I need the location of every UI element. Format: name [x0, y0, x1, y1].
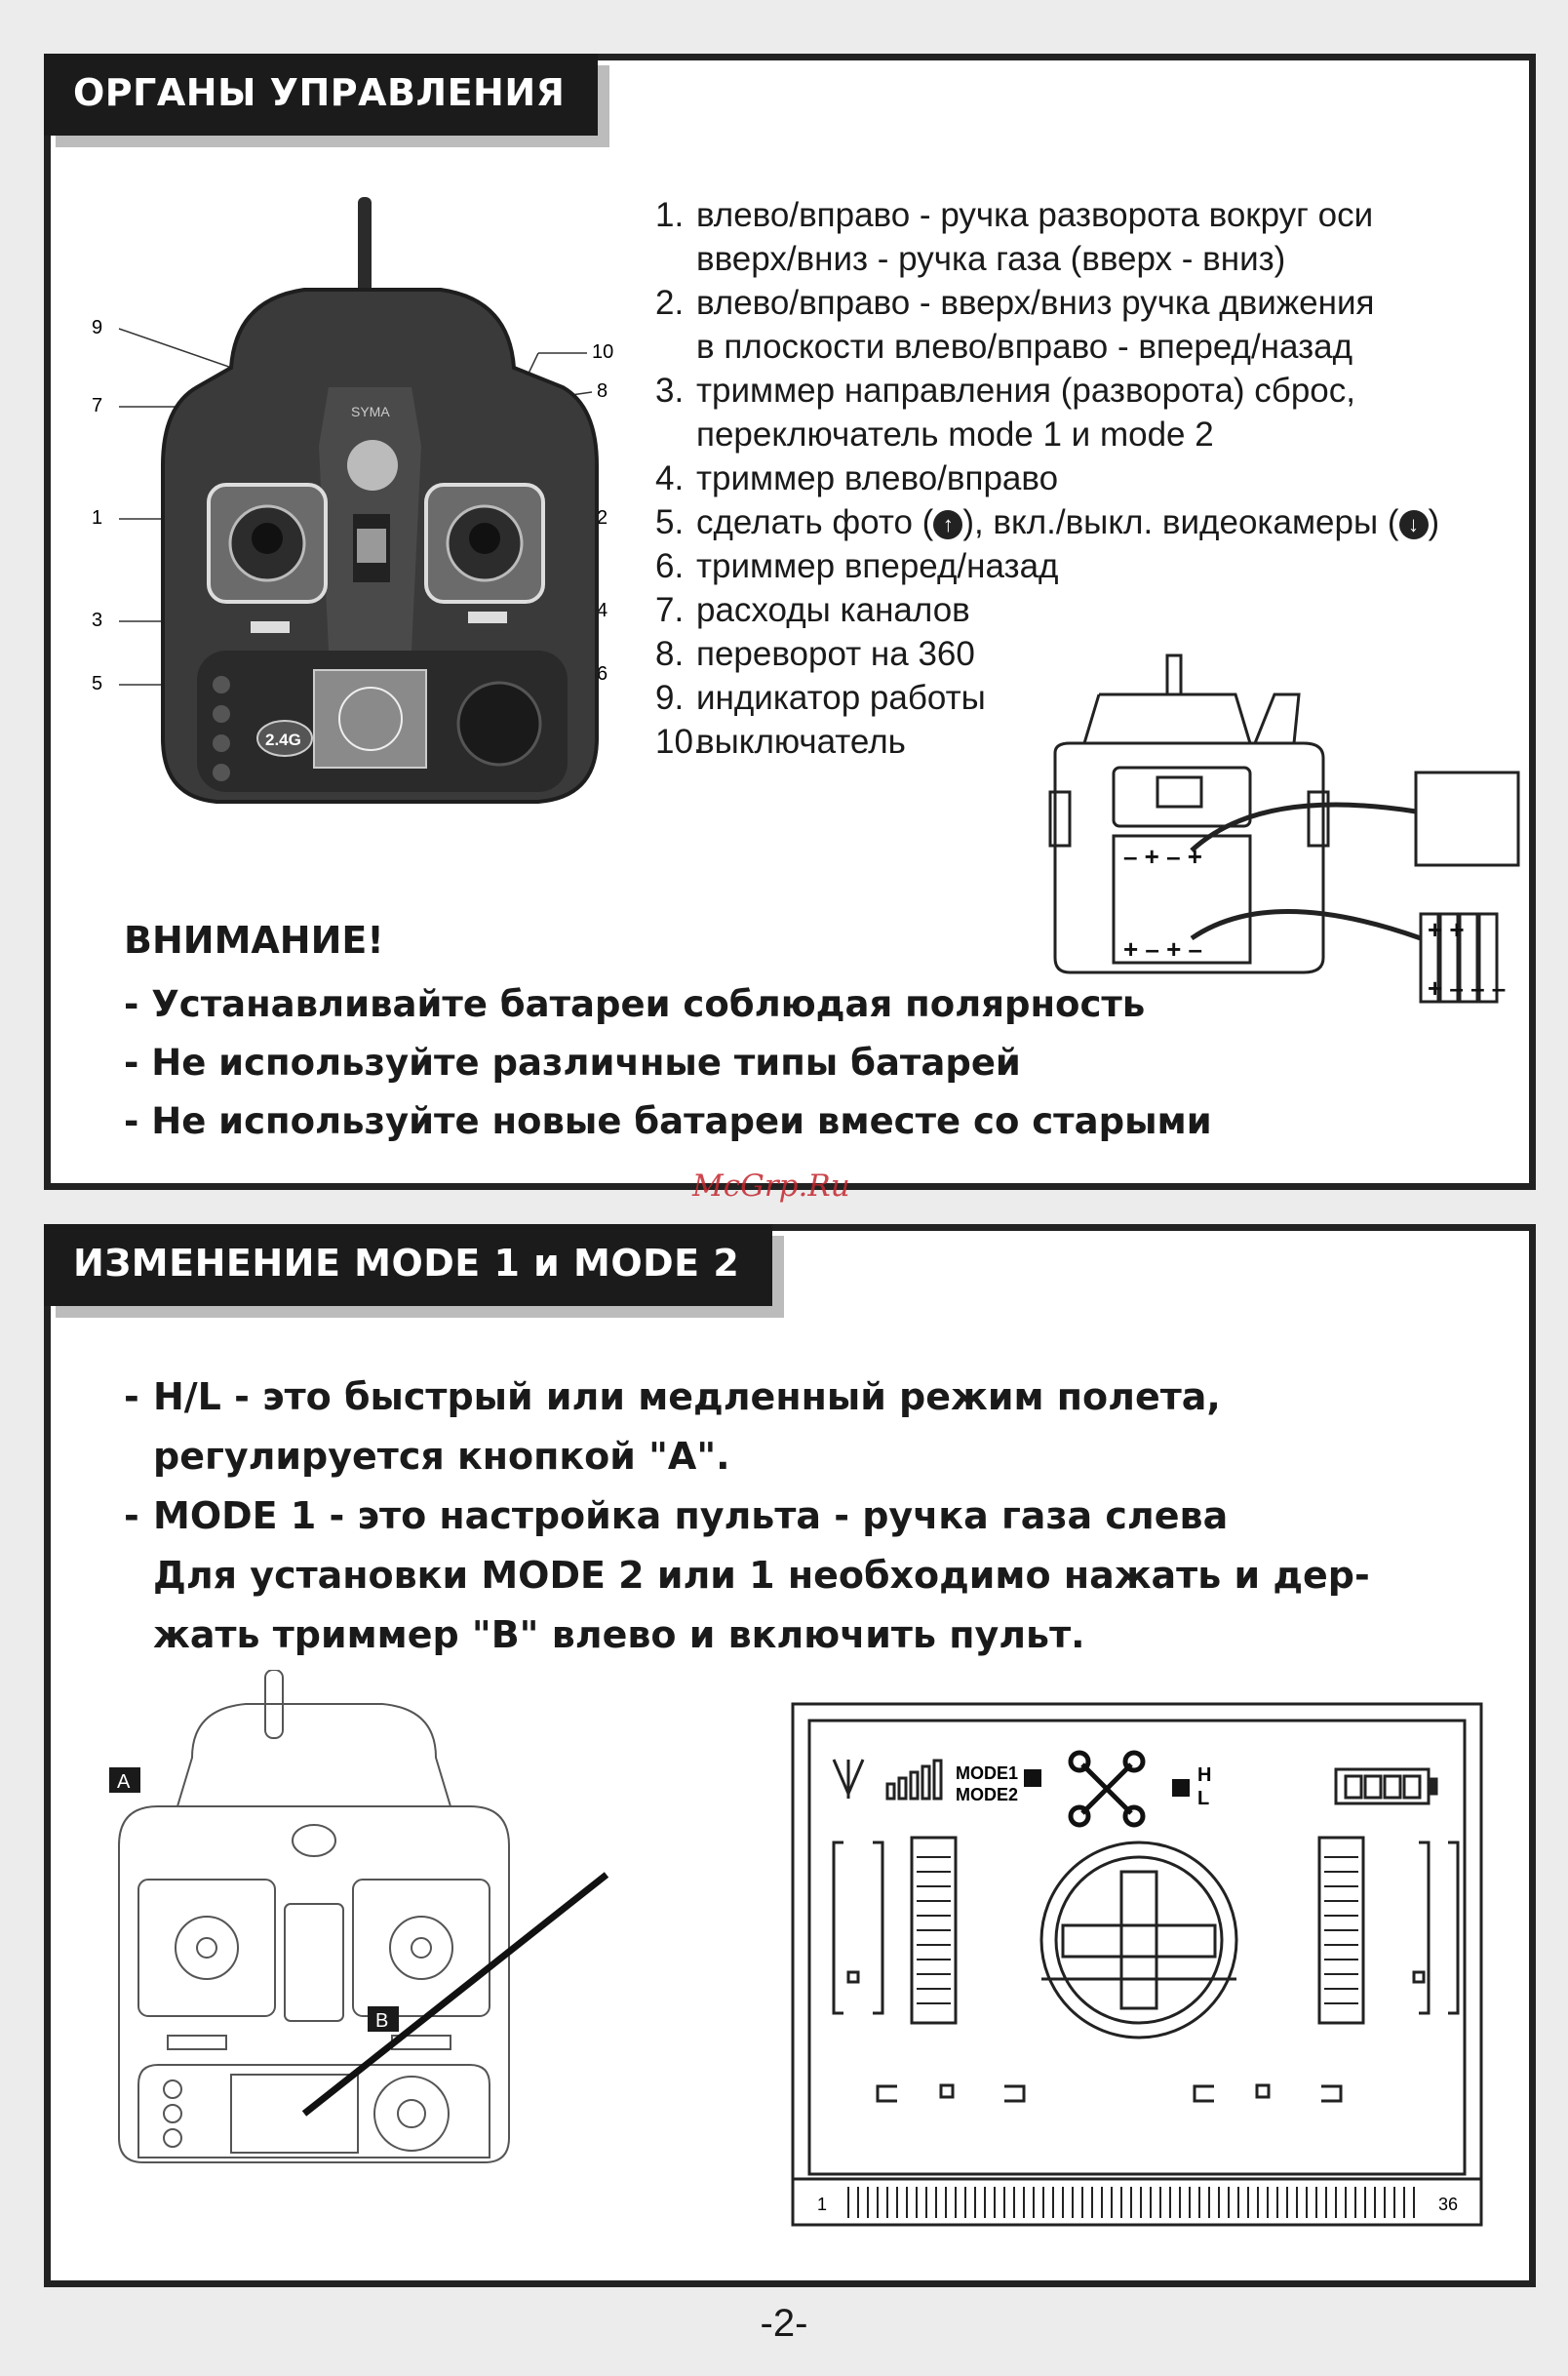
- scale-start: 1: [817, 2195, 827, 2214]
- svg-text:SYMA: SYMA: [351, 404, 390, 419]
- svg-text:+ +: + +: [1428, 915, 1465, 944]
- warning-line: - Не используйте различные типы батарей: [124, 1034, 1212, 1092]
- warning-block: ВНИМАНИЕ! - Устанавливайте батареи соблю…: [124, 919, 1212, 1151]
- callout-7: 7: [92, 395, 102, 416]
- transmitter-outline-diagram: A B: [99, 1670, 646, 2167]
- warning-line: - Не используйте новые батареи вместе со…: [124, 1092, 1212, 1151]
- lcd-mode1: MODE1: [956, 1763, 1018, 1783]
- callout-1: 1: [92, 507, 102, 529]
- transmitter-photo: 9 7 1 3 5 10 8 2 4 6 SYMA: [70, 192, 655, 836]
- callout-10: 10: [592, 341, 613, 363]
- callout-9: 9: [92, 317, 102, 338]
- list-item-4: 4.триммер влево/вправо: [655, 456, 1439, 500]
- callout-3: 3: [92, 610, 102, 631]
- arrow-down-icon: ↓: [1399, 510, 1429, 539]
- list-item-2: 2.влево/вправо - вверх/вниз ручка движен…: [655, 281, 1439, 325]
- watermark: McGrp.Ru: [692, 1168, 850, 1204]
- signal-icon: [834, 1760, 941, 1799]
- list-item-5: 5.сделать фото (↑), вкл./выкл. видеокаме…: [655, 500, 1439, 544]
- arrow-up-icon: ↑: [933, 510, 962, 539]
- svg-text:– + – +: – + – +: [1123, 842, 1202, 871]
- lcd-display-diagram: MODE1 MODE2 H L: [790, 1701, 1484, 2228]
- warning-line: - Устанавливайте батареи соблюдая полярн…: [124, 975, 1212, 1034]
- list-item-3: 3.триммер направления (разворота) сброс,: [655, 369, 1439, 413]
- list-item-7: 7.расходы каналов: [655, 588, 1439, 632]
- callout-8: 8: [597, 380, 608, 402]
- list-item-1: 1.влево/вправо - ручка разворота вокруг …: [655, 193, 1439, 237]
- lcd-h: H: [1197, 1764, 1211, 1786]
- label-b: B: [375, 2010, 388, 2032]
- warning-title: ВНИМАНИЕ!: [124, 919, 1212, 962]
- section-title-controls: ОРГАНЫ УПРАВЛЕНИЯ: [44, 54, 598, 136]
- page-number: -2-: [0, 2302, 1568, 2346]
- lcd-mode2: MODE2: [956, 1785, 1018, 1804]
- section-title-mode: ИЗМЕНЕНИЕ MODE 1 и MODE 2: [44, 1224, 772, 1306]
- drone-icon: [1071, 1753, 1143, 1825]
- mode-instructions: -H/L - это быстрый или медленный режим п…: [124, 1367, 1370, 1665]
- bottom-scale: [848, 2187, 1414, 2218]
- battery-icon: [1336, 1769, 1436, 1803]
- callout-5: 5: [92, 673, 102, 694]
- controls-section: ОРГАНЫ УПРАВЛЕНИЯ 9 7 1 3 5 10 8 2 4 6: [44, 54, 1536, 1190]
- svg-text:+ – – –: + – – –: [1428, 973, 1506, 1003]
- list-item-6: 6.триммер вперед/назад: [655, 544, 1439, 588]
- mode-section: ИЗМЕНЕНИЕ MODE 1 и MODE 2 -H/L - это быс…: [44, 1224, 1536, 2287]
- scale-end: 36: [1438, 2195, 1458, 2214]
- svg-text:2.4G: 2.4G: [265, 731, 301, 749]
- label-a: A: [117, 1771, 131, 1793]
- lcd-l: L: [1197, 1788, 1209, 1809]
